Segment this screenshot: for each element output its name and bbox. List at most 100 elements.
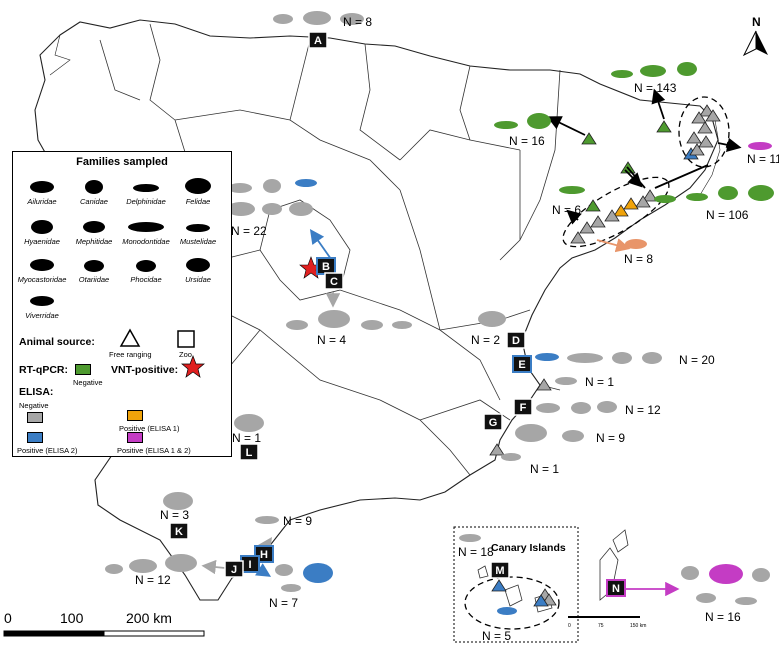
- site-l: L: [239, 443, 259, 461]
- svg-text:E: E: [518, 359, 525, 371]
- site-f: F: [513, 398, 533, 416]
- free-ranging-triangle-icon: [119, 328, 141, 347]
- count-b: N = 22: [231, 224, 267, 238]
- svg-text:D: D: [512, 335, 520, 347]
- svg-text:M: M: [495, 565, 504, 577]
- site-n-lion: [709, 564, 743, 584]
- count-e2: N = 1: [585, 375, 614, 389]
- family-delphinidae: Delphinidae: [121, 176, 171, 206]
- svg-text:A: A: [314, 35, 322, 47]
- elisa-pos2-swatch: [27, 432, 43, 443]
- rtqpcr-negative-label: Negative: [73, 378, 103, 387]
- elisa-negative-label: Negative: [19, 401, 49, 410]
- canary-cluster-ellipse: [464, 576, 560, 630]
- scale-label-200: 200 km: [126, 610, 172, 626]
- site-m: M: [490, 561, 510, 579]
- ailuridae-icon: [30, 181, 54, 193]
- site-m2-animal: [497, 607, 517, 615]
- site-i-lion: [303, 563, 333, 583]
- site-markers: A B C D E F G H I J K L M N: [169, 31, 626, 597]
- viverridae-icon: [30, 296, 54, 306]
- site-b-dolphin: [295, 179, 317, 187]
- arrows: [201, 88, 742, 597]
- elisa-pos12-swatch: [127, 432, 143, 443]
- family-phocidae: Phocidae: [121, 254, 171, 284]
- site-d-animal: [478, 311, 506, 327]
- n11-purple-animal: [748, 142, 772, 150]
- site-j-animals: [105, 554, 197, 574]
- elisa-label: ELISA:: [19, 386, 54, 398]
- mephitidae-icon: [83, 221, 105, 233]
- animal-silhouettes: [105, 11, 774, 615]
- count-c: N = 4: [317, 333, 346, 347]
- svg-text:G: G: [489, 417, 498, 429]
- site-a: A: [308, 31, 328, 49]
- felidae-icon: [185, 178, 211, 194]
- legend-title: Families sampled: [76, 156, 168, 168]
- site-k-animal: [163, 492, 193, 510]
- myocastoridae-icon: [30, 259, 54, 271]
- elisa-pos2-label: Positive (ELISA 2): [17, 446, 78, 455]
- count-l: N = 1: [232, 431, 261, 445]
- family-ailuridae: Ailuridae: [17, 176, 67, 206]
- count-h: N = 9: [283, 514, 312, 528]
- count-g: N = 9: [596, 431, 625, 445]
- elisa-pos1-label: Positive (ELISA 1): [119, 424, 180, 433]
- family-myocastoridae: Myocastoridae: [17, 254, 67, 284]
- free-ranging-points: [489, 104, 721, 607]
- count-k: N = 3: [160, 508, 189, 522]
- count-11: N = 11: [747, 152, 779, 166]
- site-g2-animal: [501, 453, 521, 461]
- count-labels: N = 8 N = 22 N = 4 N = 2 N = 20 N = 1 N …: [135, 15, 779, 643]
- site-e: E: [512, 355, 532, 373]
- n6-green-animal: [559, 186, 585, 194]
- n16-green-animals: [494, 113, 551, 129]
- svg-text:J: J: [231, 564, 237, 576]
- family-mephitidae: Mephitidae: [69, 216, 119, 246]
- svg-text:F: F: [520, 402, 527, 414]
- scale-bar: 0 100 200 km: [3, 610, 205, 637]
- site-h-animal: [255, 516, 279, 524]
- family-canidae: Canidae: [69, 176, 119, 206]
- site-d: D: [506, 331, 526, 349]
- site-k: K: [169, 522, 189, 540]
- scale-label-100: 100: [60, 610, 84, 626]
- family-hyaenidae: Hyaenidae: [17, 216, 67, 246]
- count-143: N = 143: [634, 81, 677, 95]
- svg-text:B: B: [322, 261, 330, 273]
- svg-text:K: K: [175, 526, 183, 538]
- monodontidae-icon: [128, 222, 164, 232]
- ursidae-icon: [186, 258, 210, 272]
- count-i: N = 7: [269, 596, 298, 610]
- cluster-ellipse-north: [678, 96, 730, 168]
- site-e-animals: [567, 352, 662, 364]
- count-16: N = 16: [509, 134, 545, 148]
- canary-inset: [453, 526, 640, 643]
- legend: Families sampled Ailuridae Canidae Delph…: [12, 151, 232, 457]
- svg-text:H: H: [260, 549, 268, 561]
- site-n: N: [606, 579, 626, 597]
- count-6: N = 6: [552, 203, 581, 217]
- canidae-icon: [85, 180, 103, 194]
- scale-label-0: 0: [4, 610, 12, 626]
- site-b-animals: [227, 179, 313, 216]
- elisa-pos1-swatch: [127, 410, 143, 421]
- canary-scale-0: 0: [568, 623, 571, 629]
- count-e: N = 20: [679, 353, 715, 367]
- family-otariidae: Otariidae: [69, 254, 119, 284]
- svg-text:N: N: [752, 15, 761, 29]
- count-d: N = 2: [471, 333, 500, 347]
- animal-source-label: Animal source:: [19, 336, 95, 348]
- svg-text:L: L: [246, 447, 253, 459]
- fuerteventura-shape: [599, 547, 619, 601]
- site-m-animal: [459, 534, 481, 542]
- zoo-square-icon: [177, 330, 195, 348]
- mustelidae-icon: [186, 224, 210, 232]
- count-f: N = 12: [625, 403, 661, 417]
- svg-text:C: C: [330, 276, 338, 288]
- canary-scale-75: 75: [598, 623, 604, 629]
- zoo-label: Zoo: [179, 350, 192, 359]
- n106-green-animals: [654, 185, 774, 203]
- otariidae-icon: [84, 260, 104, 272]
- site-e2-animal: [555, 377, 577, 385]
